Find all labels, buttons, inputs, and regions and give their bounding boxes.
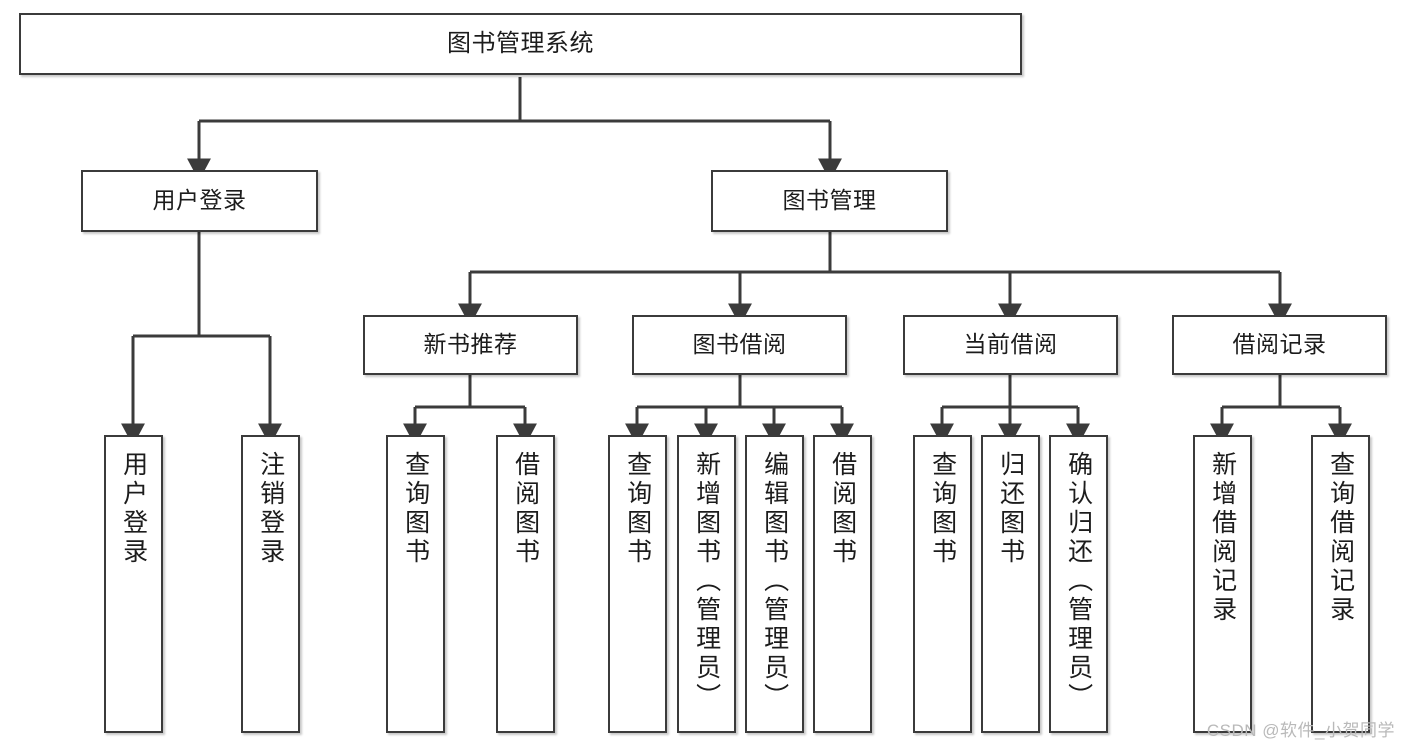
node-leaf-borrow-book-2-label: 借阅图书 xyxy=(828,451,857,567)
node-leaf-confirm-return-label: 确认归还（管理员） xyxy=(1064,451,1093,712)
node-leaf-edit-book[interactable]: 编辑图书（管理员） xyxy=(745,435,804,733)
node-leaf-query-record[interactable]: 查询借阅记录 xyxy=(1311,435,1370,733)
node-leaf-add-record[interactable]: 新增借阅记录 xyxy=(1193,435,1252,733)
node-leaf-query-book-3[interactable]: 查询图书 xyxy=(913,435,972,733)
node-leaf-borrow-book-1-label: 借阅图书 xyxy=(511,451,540,567)
node-user-login-label: 用户登录 xyxy=(152,187,247,214)
node-leaf-return-book[interactable]: 归还图书 xyxy=(981,435,1040,733)
node-book-borrow[interactable]: 图书借阅 xyxy=(632,315,847,375)
node-leaf-user-login-label: 用户登录 xyxy=(119,451,148,567)
csdn-watermark: CSDN @软件_小贺同学 xyxy=(1206,721,1395,740)
node-root[interactable]: 图书管理系统 xyxy=(19,13,1022,75)
node-leaf-query-book-2-label: 查询图书 xyxy=(623,451,652,567)
node-new-book-recommend-label: 新书推荐 xyxy=(423,331,518,358)
node-leaf-add-record-label: 新增借阅记录 xyxy=(1208,451,1237,625)
node-book-borrow-label: 图书借阅 xyxy=(692,331,787,358)
node-root-label: 图书管理系统 xyxy=(447,29,594,57)
node-leaf-borrow-book-1[interactable]: 借阅图书 xyxy=(496,435,555,733)
node-borrow-record[interactable]: 借阅记录 xyxy=(1172,315,1387,375)
node-leaf-add-book[interactable]: 新增图书（管理员） xyxy=(677,435,736,733)
node-leaf-add-book-label: 新增图书（管理员） xyxy=(692,451,721,712)
node-leaf-user-login[interactable]: 用户登录 xyxy=(104,435,163,733)
node-new-book-recommend[interactable]: 新书推荐 xyxy=(363,315,578,375)
node-leaf-logout-login-label: 注销登录 xyxy=(256,451,285,567)
node-leaf-return-book-label: 归还图书 xyxy=(996,451,1025,567)
node-current-borrow[interactable]: 当前借阅 xyxy=(903,315,1118,375)
node-leaf-borrow-book-2[interactable]: 借阅图书 xyxy=(813,435,872,733)
node-book-management[interactable]: 图书管理 xyxy=(711,170,948,232)
node-leaf-logout-login[interactable]: 注销登录 xyxy=(241,435,300,733)
node-user-login[interactable]: 用户登录 xyxy=(81,170,318,232)
node-leaf-query-record-label: 查询借阅记录 xyxy=(1326,451,1355,625)
node-leaf-query-book-2[interactable]: 查询图书 xyxy=(608,435,667,733)
node-current-borrow-label: 当前借阅 xyxy=(963,331,1058,358)
node-leaf-edit-book-label: 编辑图书（管理员） xyxy=(760,451,789,712)
node-book-management-label: 图书管理 xyxy=(782,187,877,214)
node-leaf-query-book-3-label: 查询图书 xyxy=(928,451,957,567)
node-leaf-confirm-return[interactable]: 确认归还（管理员） xyxy=(1049,435,1108,733)
node-leaf-query-book-1-label: 查询图书 xyxy=(401,451,430,567)
node-borrow-record-label: 借阅记录 xyxy=(1232,331,1327,358)
node-leaf-query-book-1[interactable]: 查询图书 xyxy=(386,435,445,733)
